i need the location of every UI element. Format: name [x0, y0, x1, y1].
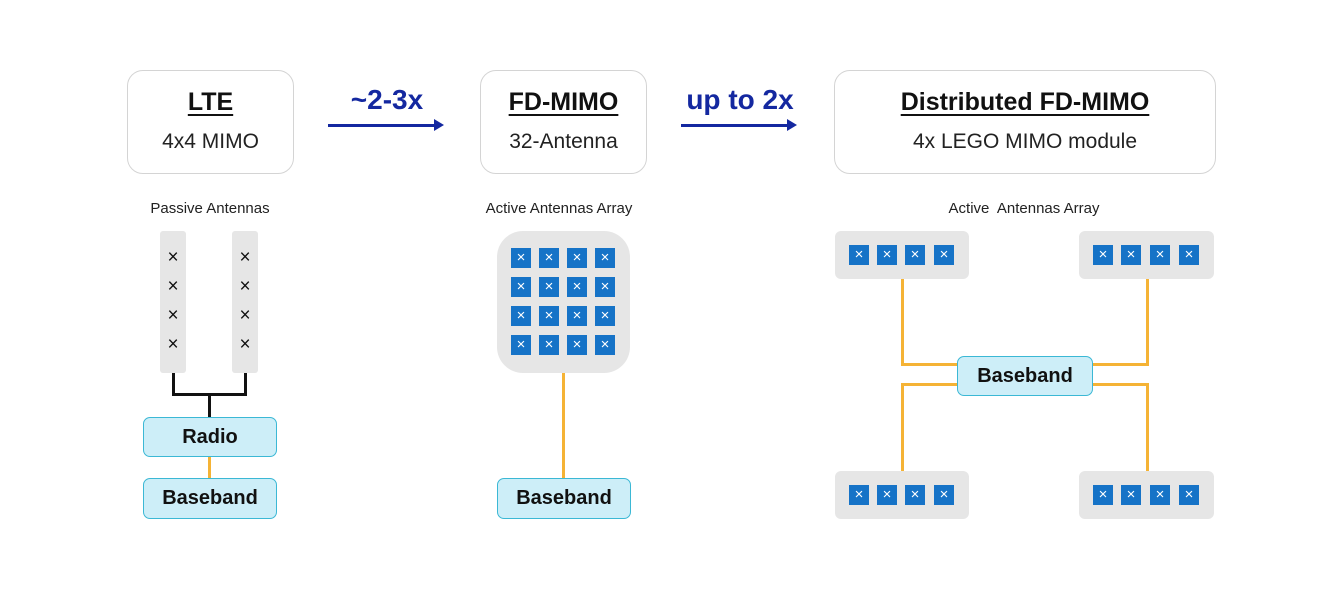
- cross-icon: ×: [1093, 245, 1113, 265]
- cross-icon: ×: [239, 334, 251, 355]
- lego-module-top-right: × × × ×: [1079, 231, 1214, 279]
- connector-line: [901, 279, 904, 366]
- connector-line: [1146, 279, 1149, 366]
- cross-icon: ×: [239, 305, 251, 326]
- cross-icon: ×: [511, 335, 531, 355]
- cross-icon: ×: [1121, 485, 1141, 505]
- connector-line: [901, 363, 958, 366]
- active-antenna-array: × × × × × × × × × × × × × × × ×: [497, 231, 630, 373]
- cross-icon: ×: [567, 306, 587, 326]
- gain-label-1: ~2-3x: [350, 84, 424, 115]
- cross-icon: ×: [1179, 245, 1199, 265]
- cross-icon: ×: [1150, 485, 1170, 505]
- cross-icon: ×: [1179, 485, 1199, 505]
- lte-card: LTE 4x4 MIMO: [127, 70, 294, 174]
- distributed-subtitle: 4x LEGO MIMO module: [912, 130, 1138, 153]
- connector-line: [901, 383, 904, 471]
- distributed-title: Distributed FD-MIMO: [900, 88, 1150, 116]
- connector-line: [562, 373, 565, 479]
- cross-icon: ×: [239, 247, 251, 268]
- connector-line: [208, 457, 211, 479]
- fdmimo-caption: Active Antennas Array: [485, 200, 633, 217]
- cross-icon: ×: [539, 335, 559, 355]
- distributed-caption: Active Antennas Array: [948, 200, 1100, 217]
- cross-icon: ×: [239, 276, 251, 297]
- cross-icon: ×: [511, 306, 531, 326]
- lte-subtitle: 4x4 MIMO: [162, 130, 259, 153]
- cross-icon: ×: [934, 245, 954, 265]
- fdmimo-subtitle: 32-Antenna: [509, 130, 618, 153]
- cross-icon: ×: [905, 485, 925, 505]
- distributed-baseband-box: Baseband: [957, 356, 1093, 396]
- distributed-card: Distributed FD-MIMO 4x LEGO MIMO module: [834, 70, 1216, 174]
- connector-line: [172, 373, 175, 396]
- lte-caption: Passive Antennas: [150, 200, 270, 217]
- cross-icon: ×: [567, 248, 587, 268]
- cross-icon: ×: [849, 485, 869, 505]
- fdmimo-title: FD-MIMO: [508, 88, 619, 116]
- cross-icon: ×: [567, 335, 587, 355]
- passive-antenna-left: × × × ×: [160, 231, 186, 373]
- passive-antenna-right: × × × ×: [232, 231, 258, 373]
- cross-icon: ×: [905, 245, 925, 265]
- connector-line: [208, 393, 211, 418]
- arrow-2: [681, 119, 797, 131]
- gain-label-2: up to 2x: [686, 84, 794, 115]
- cross-icon: ×: [167, 334, 179, 355]
- connector-line: [901, 383, 958, 386]
- lego-module-top-left: × × × ×: [835, 231, 969, 279]
- cross-icon: ×: [595, 248, 615, 268]
- connector-line: [1092, 363, 1149, 366]
- lte-title: LTE: [187, 88, 234, 116]
- cross-icon: ×: [567, 277, 587, 297]
- connector-line: [1092, 383, 1149, 386]
- arrow-1: [328, 119, 444, 131]
- cross-icon: ×: [539, 248, 559, 268]
- cross-icon: ×: [1093, 485, 1113, 505]
- lego-module-bottom-left: × × × ×: [835, 471, 969, 519]
- cross-icon: ×: [934, 485, 954, 505]
- fdmimo-baseband-box: Baseband: [497, 478, 631, 519]
- cross-icon: ×: [595, 306, 615, 326]
- cross-icon: ×: [539, 306, 559, 326]
- connector-line: [1146, 383, 1149, 471]
- cross-icon: ×: [1121, 245, 1141, 265]
- cross-icon: ×: [849, 245, 869, 265]
- cross-icon: ×: [877, 245, 897, 265]
- connector-line: [244, 373, 247, 396]
- cross-icon: ×: [1150, 245, 1170, 265]
- cross-icon: ×: [877, 485, 897, 505]
- radio-box: Radio: [143, 417, 277, 457]
- cross-icon: ×: [167, 305, 179, 326]
- cross-icon: ×: [167, 247, 179, 268]
- cross-icon: ×: [511, 277, 531, 297]
- cross-icon: ×: [539, 277, 559, 297]
- lte-baseband-box: Baseband: [143, 478, 277, 519]
- cross-icon: ×: [511, 248, 531, 268]
- fdmimo-card: FD-MIMO 32-Antenna: [480, 70, 647, 174]
- lego-module-bottom-right: × × × ×: [1079, 471, 1214, 519]
- cross-icon: ×: [167, 276, 179, 297]
- cross-icon: ×: [595, 335, 615, 355]
- cross-icon: ×: [595, 277, 615, 297]
